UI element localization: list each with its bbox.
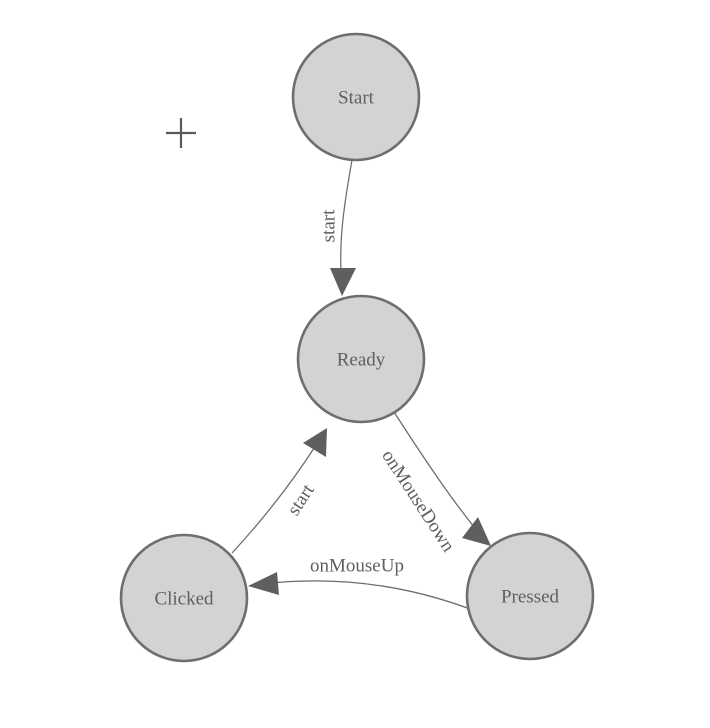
node-pressed-circle[interactable]	[465, 531, 595, 661]
node-pressed-label: Pressed	[501, 587, 560, 608]
edge-pressed-to-clicked-path	[261, 580, 471, 610]
node-start-label: Start	[338, 88, 375, 109]
edge-ready-to-pressed-arrowhead	[462, 517, 491, 546]
edge-clicked-to-ready-arrowhead	[303, 428, 327, 457]
edge-start-to-ready-label: start	[319, 209, 340, 242]
edge-pressed-to-clicked[interactable]: onMouseUp	[248, 556, 471, 610]
edge-pressed-to-clicked-arrowhead	[248, 572, 279, 595]
node-start[interactable]: Start	[291, 32, 421, 162]
edge-start-to-ready[interactable]: start	[319, 159, 357, 296]
node-clicked-circle[interactable]	[119, 533, 249, 663]
node-ready-circle[interactable]	[296, 294, 426, 424]
edge-start-to-ready-arrowhead	[330, 268, 356, 296]
edge-pressed-to-clicked-label: onMouseUp	[310, 556, 404, 577]
edge-clicked-to-ready-path	[231, 441, 319, 554]
node-pressed[interactable]: Pressed	[465, 531, 595, 661]
node-start-circle[interactable]	[291, 32, 421, 162]
edge-clicked-to-ready-label: start	[283, 480, 319, 519]
node-ready-label: Ready	[337, 350, 386, 371]
node-clicked[interactable]: Clicked	[119, 533, 249, 663]
crosshair-icon	[166, 118, 196, 148]
node-clicked-label: Clicked	[154, 589, 214, 610]
edge-clicked-to-ready[interactable]: start	[231, 428, 327, 554]
edge-start-to-ready-path	[340, 159, 353, 284]
edge-ready-to-pressed[interactable]: onMouseDown	[377, 411, 491, 556]
edge-ready-to-pressed-label: onMouseDown	[377, 446, 459, 556]
node-ready[interactable]: Ready	[296, 294, 426, 424]
